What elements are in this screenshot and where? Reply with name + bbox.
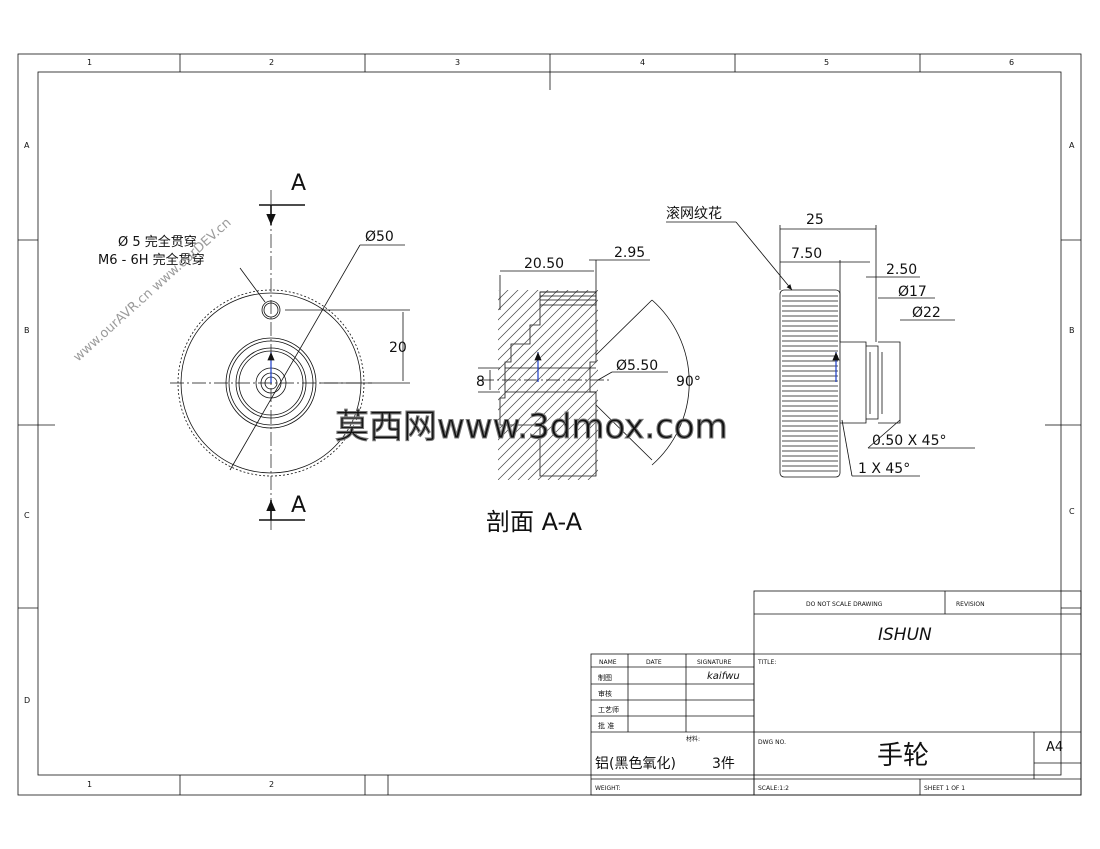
zone-row-b-left: B — [24, 326, 30, 335]
dim-section-width: 20.50 — [524, 256, 564, 272]
zone-row-c-right: C — [1069, 507, 1075, 516]
do-not-scale-label: DO NOT SCALE DRAWING — [806, 601, 883, 608]
zone-labels: 1 2 3 4 5 6 1 2 A B C D A B C — [24, 58, 1075, 789]
scale-label: SCALE:1:2 — [758, 785, 789, 792]
quantity-value: 3件 — [712, 756, 735, 772]
sheet-size: A4 — [1046, 740, 1063, 755]
zone-col-6: 6 — [1009, 58, 1014, 67]
dim-outer-diameter: Ø50 — [365, 229, 394, 245]
dim-section-offset: 2.95 — [614, 245, 645, 261]
dim-part-width: 7.50 — [791, 246, 822, 262]
hub-profile — [840, 341, 901, 424]
inner-border — [37, 71, 1062, 776]
title-label: TITLE: — [757, 659, 776, 666]
company-name: ISHUN — [878, 625, 932, 645]
weight-label: WEIGHT: — [595, 785, 621, 792]
zone-col-bottom-2: 2 — [269, 780, 274, 789]
zone-col-bottom-1: 1 — [87, 780, 92, 789]
zone-row-c-left: C — [24, 511, 30, 520]
hole-note-line2: M6 - 6H 完全贯穿 — [98, 252, 205, 268]
zone-col-4: 4 — [640, 58, 645, 67]
material-label: 材料: — [686, 735, 700, 743]
knurl-note: 滚网纹花 — [666, 205, 722, 222]
section-label-top: A — [291, 171, 306, 196]
dim-step: 2.50 — [886, 262, 917, 278]
zone-row-a-left: A — [24, 141, 30, 150]
side-view: 滚网纹花 25 7.50 2.50 Ø17 Ø22 0.50 X 45° 1 X… — [666, 205, 975, 478]
knurl-pattern — [782, 295, 838, 472]
hole-note-line1: Ø 5 完全贯穿 — [118, 234, 197, 250]
signature: kaifwu — [707, 671, 740, 682]
dim-total-width: 25 — [806, 212, 824, 228]
material-value: 铝(黑色氧化) — [595, 755, 676, 772]
section-outline — [499, 291, 597, 477]
chamfer-note-1: 0.50 X 45° — [872, 433, 946, 449]
section-view-title: 剖面 A-A — [486, 508, 583, 536]
zone-col-3: 3 — [455, 58, 460, 67]
sheet-label: SHEET 1 OF 1 — [924, 785, 965, 792]
dwg-no-label: DWG NO. — [758, 739, 786, 746]
col-name: NAME — [599, 659, 617, 666]
dim-hole-offset: 20 — [389, 340, 407, 356]
title-block: DO NOT SCALE DRAWING REVISION ISHUN TITL… — [590, 590, 1082, 796]
row-checked: 审核 — [598, 689, 612, 698]
revision-label: REVISION — [956, 601, 985, 608]
zone-col-1: 1 — [87, 58, 92, 67]
dim-diameter-17: Ø17 — [898, 284, 927, 300]
row-approved: 批 准 — [598, 721, 614, 730]
zone-grid — [18, 54, 1081, 795]
col-date: DATE — [646, 659, 662, 666]
dim-section-hole: Ø5.50 — [616, 358, 658, 374]
row-drawn: 制图 — [598, 673, 612, 682]
front-view: A A Ø50 Ø 5 完全贯穿 M6 - 6H 完全贯穿 20 — [98, 171, 410, 530]
zone-row-d-left: D — [24, 696, 30, 705]
col-signature: SIGNATURE — [697, 659, 732, 666]
drawing-title: 手轮 — [877, 741, 929, 771]
row-process: 工艺师 — [598, 705, 619, 714]
section-label-bottom: A — [291, 493, 306, 518]
outer-border — [17, 53, 1082, 796]
chamfer-note-2: 1 X 45° — [858, 461, 910, 477]
knurled-body — [779, 289, 841, 478]
section-view: 20.50 2.95 8 Ø5.50 90° 剖面 A-A — [476, 245, 701, 536]
zone-col-5: 5 — [824, 58, 829, 67]
dim-section-height: 8 — [476, 374, 485, 390]
dim-section-angle: 90° — [676, 374, 701, 390]
zone-col-2: 2 — [269, 58, 274, 67]
dim-diameter-22: Ø22 — [912, 305, 941, 321]
watermark-center: 莫西网www.3dmox.com — [335, 407, 728, 447]
zone-row-b-right: B — [1069, 326, 1075, 335]
zone-row-a-right: A — [1069, 141, 1075, 150]
